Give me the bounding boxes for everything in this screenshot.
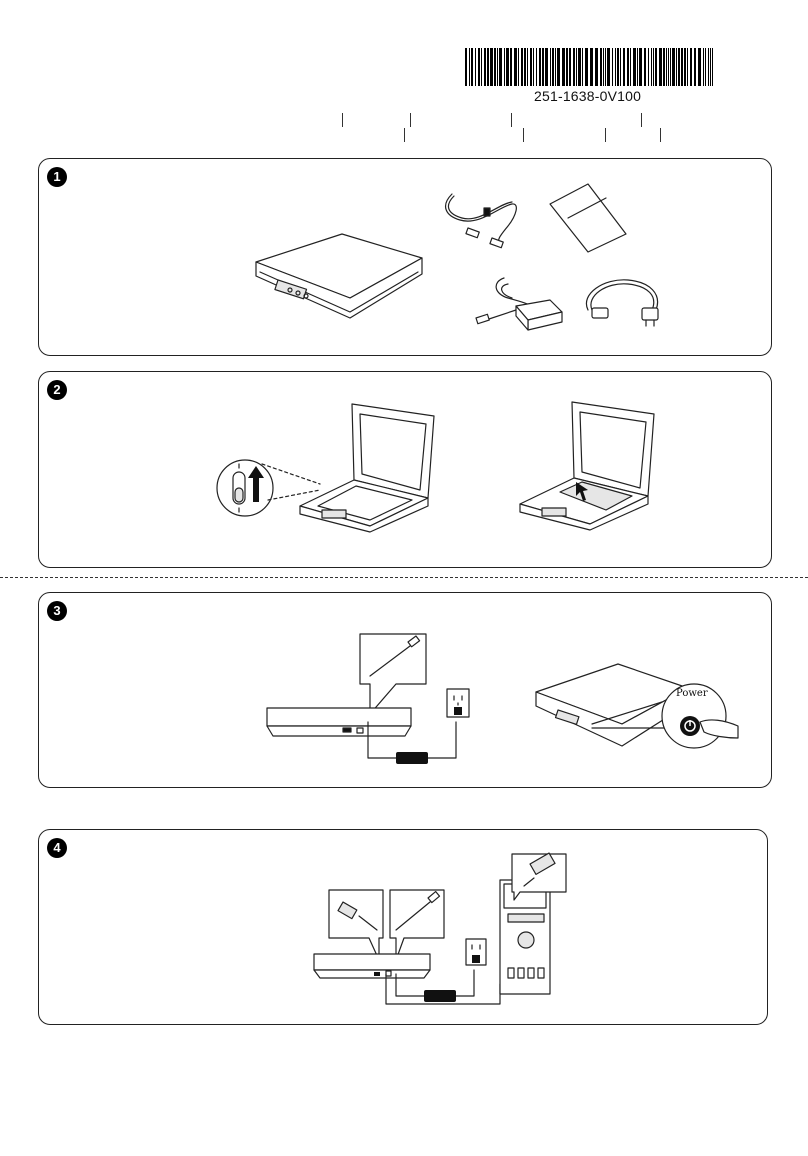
fold-mark bbox=[410, 113, 411, 127]
document-icon bbox=[548, 182, 628, 252]
fold-mark bbox=[641, 113, 642, 127]
wall-outlet-icon bbox=[465, 938, 487, 966]
barcode-number: 251-1638-0V100 bbox=[534, 88, 641, 104]
cut-line bbox=[0, 577, 808, 578]
step-4-badge: 4 bbox=[47, 838, 67, 858]
fold-mark bbox=[404, 128, 405, 142]
barcode-icon bbox=[465, 48, 715, 88]
fold-mark bbox=[511, 113, 512, 127]
fold-mark bbox=[523, 128, 524, 142]
fold-mark bbox=[605, 128, 606, 142]
step-2-badge: 2 bbox=[47, 380, 67, 400]
fold-mark bbox=[660, 128, 661, 142]
power-label: Power bbox=[676, 688, 708, 699]
scanner-icon bbox=[250, 228, 430, 328]
fold-mark bbox=[342, 113, 343, 127]
step-3-badge: 3 bbox=[47, 601, 67, 621]
wall-outlet-icon bbox=[446, 688, 470, 718]
power-adapter-icon bbox=[472, 276, 572, 336]
usb-plug-icon bbox=[510, 852, 570, 902]
zoom-lines bbox=[592, 700, 672, 730]
pointer-arrow-icon bbox=[574, 482, 590, 502]
step-1-badge: 1 bbox=[47, 167, 67, 187]
power-plug-zoom bbox=[360, 634, 432, 714]
power-adapter-icon bbox=[362, 722, 462, 772]
power-cord-icon bbox=[580, 274, 670, 334]
power-adapter-icon bbox=[380, 974, 510, 1014]
scanner-icon bbox=[300, 402, 440, 532]
scanner-icon bbox=[520, 400, 660, 530]
usb-cable-icon bbox=[440, 186, 520, 256]
